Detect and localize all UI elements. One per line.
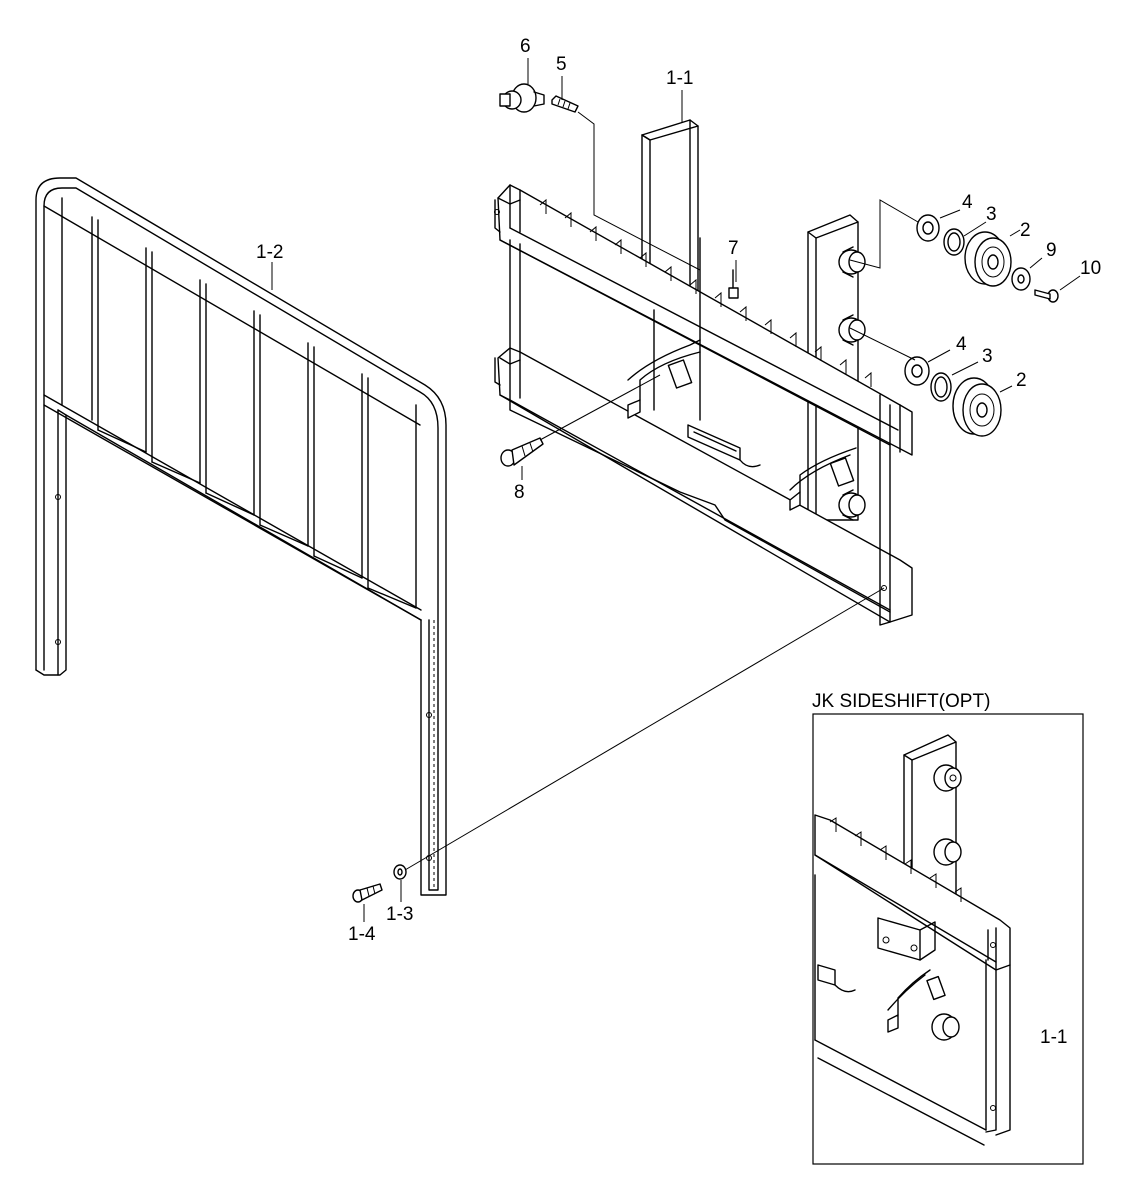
- bolt-5: [551, 95, 579, 113]
- callout-5: 5: [556, 54, 567, 75]
- callout-3-upper: 3: [986, 204, 997, 225]
- bearing-2-upper: [964, 231, 1012, 287]
- callout-1-3: 1-3: [386, 904, 413, 925]
- bolt-10: [1034, 289, 1059, 303]
- ring-3-lower: [930, 372, 952, 402]
- bolt-7: [728, 269, 739, 299]
- callout-2-lower: 2: [1016, 370, 1027, 391]
- load-backrest: [35, 177, 447, 896]
- callout-9: 9: [1046, 240, 1057, 261]
- callout-6: 6: [520, 36, 531, 57]
- bearing-2-lower: [952, 377, 1002, 437]
- carriage: [494, 119, 913, 626]
- grease-fitting-6: [499, 83, 545, 113]
- bolt-8: [500, 437, 544, 467]
- callout-1-1-top: 1-1: [666, 68, 693, 89]
- callout-2-upper: 2: [1020, 220, 1031, 241]
- ring-3-upper: [943, 228, 965, 256]
- washer-1-3: [393, 864, 407, 880]
- washer-4-upper: [916, 214, 940, 242]
- callout-1-4: 1-4: [348, 924, 376, 945]
- inset-title: JK SIDESHIFT(OPT): [812, 691, 990, 712]
- washer-4-lower: [904, 356, 930, 386]
- callout-labels: 6 5 1-1 1-2 7 4 3 2 9 10 4 3 2 8 1-4 1-3: [256, 36, 1101, 945]
- washer-9: [1011, 267, 1031, 291]
- callout-1-2: 1-2: [256, 242, 283, 263]
- inset-sideshift-carriage: [814, 734, 1011, 1146]
- callout-4-lower: 4: [956, 334, 967, 355]
- callout-1-1-inset: 1-1: [1040, 1027, 1067, 1048]
- callout-10: 10: [1080, 258, 1101, 279]
- bolt-1-4: [352, 883, 383, 903]
- inset-panel: JK SIDESHIFT(OPT): [812, 691, 1084, 1165]
- callout-8: 8: [514, 482, 525, 503]
- callout-4-upper: 4: [962, 192, 973, 213]
- callout-3-lower: 3: [982, 346, 993, 367]
- callout-7: 7: [728, 238, 739, 259]
- leader-lines: [271, 58, 1081, 1037]
